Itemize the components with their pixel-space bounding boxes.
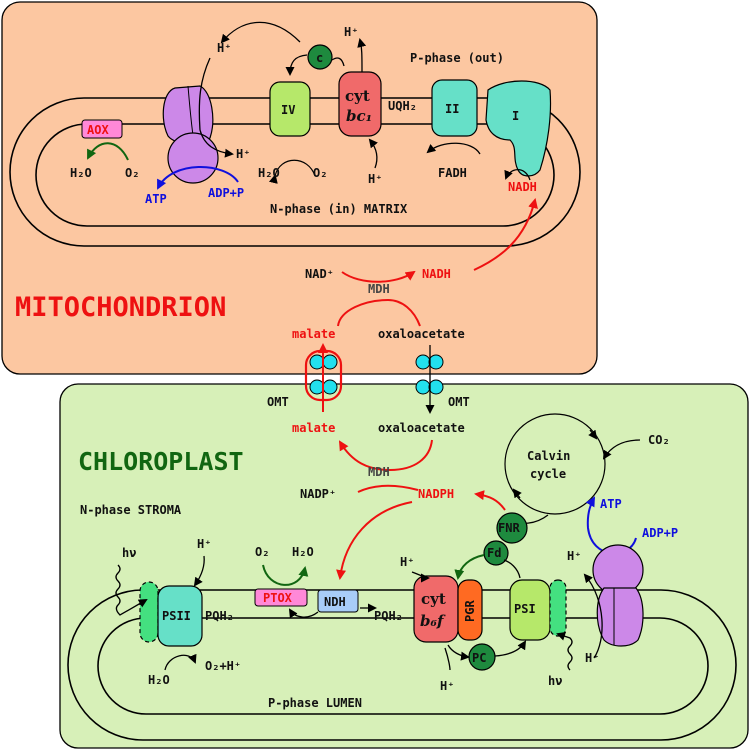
mito-uqh2: UQH₂: [388, 99, 417, 113]
chloro-adp: ADP+P: [642, 526, 678, 540]
pgr-label: PGR: [463, 600, 477, 622]
chloroplast-panel: [59, 383, 749, 749]
chloro-malate: malate: [292, 421, 335, 435]
mito-atp: ATP: [145, 192, 167, 206]
chloro-o2-ptox: O₂: [255, 545, 269, 559]
mito-mdh: MDH: [368, 282, 390, 296]
chloro-hplus-psii: H⁺: [197, 537, 211, 551]
mito-nphase-label: N-phase (in) MATRIX: [270, 202, 408, 216]
mito-aox: AOX: [87, 123, 109, 137]
chloro-nadp: NADP⁺: [300, 487, 336, 501]
mito-c: c: [316, 51, 323, 65]
chloro-nadph: NADPH: [418, 487, 454, 501]
chloro-oxaloacetate: oxaloacetate: [378, 421, 465, 435]
mito-oxaloacetate: oxaloacetate: [378, 327, 465, 341]
mito-bc1: bc₁: [346, 107, 372, 125]
fnr-label: FNR: [498, 521, 520, 535]
mito-h2o-left: H₂O: [70, 166, 92, 180]
mito-o2-iv: O₂: [313, 166, 327, 180]
mito-hplus-bc1-bot: H⁺: [368, 172, 382, 186]
chloro-co2: CO₂: [648, 433, 670, 447]
chloro-h2o-ptox: H₂O: [292, 545, 314, 559]
chloro-stroma: N-phase STROMA: [80, 503, 182, 517]
fd: [483, 540, 509, 566]
mito-pphase-label: P-phase (out): [410, 51, 504, 65]
omt-right: OMT: [448, 395, 470, 409]
chloro-hv-right: hν: [548, 674, 562, 688]
cyt-b6f: [413, 575, 459, 643]
mito-nadh-matrix: NADH: [508, 180, 537, 194]
chloro-hplus-lumen: H⁺: [440, 679, 454, 693]
chloro-hplus-atpase-top: H⁺: [567, 549, 581, 563]
mito-adp: ADP+P: [208, 186, 244, 200]
chloro-lumen: P-phase LUMEN: [268, 696, 362, 710]
mito-complex-iv: [269, 81, 311, 137]
psii: [157, 585, 203, 647]
mito-atp-synthase: [162, 85, 219, 184]
mito-atp-arrow: [157, 166, 239, 190]
mito-malate: malate: [292, 327, 335, 341]
cyt-label: cyt: [421, 590, 446, 608]
chloro-inner-membrane: [97, 617, 709, 715]
mito-title: MITOCHONDRION: [15, 292, 226, 323]
calvin-label-1: Calvin: [527, 449, 570, 463]
mito-h2o-iv: H₂O: [258, 166, 280, 180]
mito-ii: II: [445, 102, 459, 116]
mito-cyt: cyt: [345, 87, 370, 105]
mito-cytochrome-c: [307, 44, 333, 70]
chloro-mdh: MDH: [368, 465, 390, 479]
mito-nadplus: NAD⁺: [305, 267, 334, 281]
mito-hplus-atpase-top: H⁺: [217, 41, 231, 55]
chloro-h2o: H₂O: [148, 673, 170, 687]
fnr: [496, 512, 528, 544]
omt-left: OMT: [267, 395, 289, 409]
mito-i: I: [512, 109, 519, 123]
mito-hplus-bc1-top: H⁺: [344, 25, 358, 39]
mito-nadh-product: NADH: [422, 267, 451, 281]
chloro-o2h: O₂+H⁺: [205, 659, 241, 673]
mito-o2-left: O₂: [125, 166, 139, 180]
ndh-box: [317, 589, 359, 613]
chloro-title: CHLOROPLAST: [78, 447, 244, 476]
mito-hplus-atpase-bot: H⁺: [236, 147, 250, 161]
b6f-label: b₆f: [420, 612, 446, 630]
psii-label: PSII: [162, 609, 191, 623]
ndh: NDH: [324, 595, 346, 609]
mito-aox-box: [81, 119, 123, 139]
calvin-label-2: cycle: [530, 467, 566, 481]
psii-antenna: [139, 581, 159, 643]
chloro-atp: ATP: [600, 497, 622, 511]
mito-complex-bc1: [338, 71, 382, 137]
mito-fadh: FADH: [438, 166, 467, 180]
pgr: [457, 579, 483, 641]
ptox-box: [254, 588, 308, 607]
chloro-hv-left: hν: [122, 546, 136, 560]
chloro-hplus-b6f: H⁺: [400, 555, 414, 569]
chloro-outer-membrane: [67, 589, 737, 741]
psi-label: PSI: [514, 602, 536, 616]
chloro-pqh2-2: PQH₂: [374, 609, 403, 623]
chloro-pqh2-1: PQH₂: [205, 609, 234, 623]
omt-transporter-oxaloacetate: [415, 354, 444, 395]
mito-iv: IV: [281, 103, 295, 117]
psi-antenna: [549, 579, 567, 637]
mito-complex-ii: [431, 79, 478, 137]
calvin-cycle: [504, 413, 606, 515]
mito-complex-i: [485, 80, 552, 177]
chloro-atp-synthase: [592, 544, 644, 647]
ptox: PTOX: [263, 591, 293, 605]
pc-label: PC: [472, 651, 486, 665]
fd-label: Fd: [487, 546, 501, 560]
